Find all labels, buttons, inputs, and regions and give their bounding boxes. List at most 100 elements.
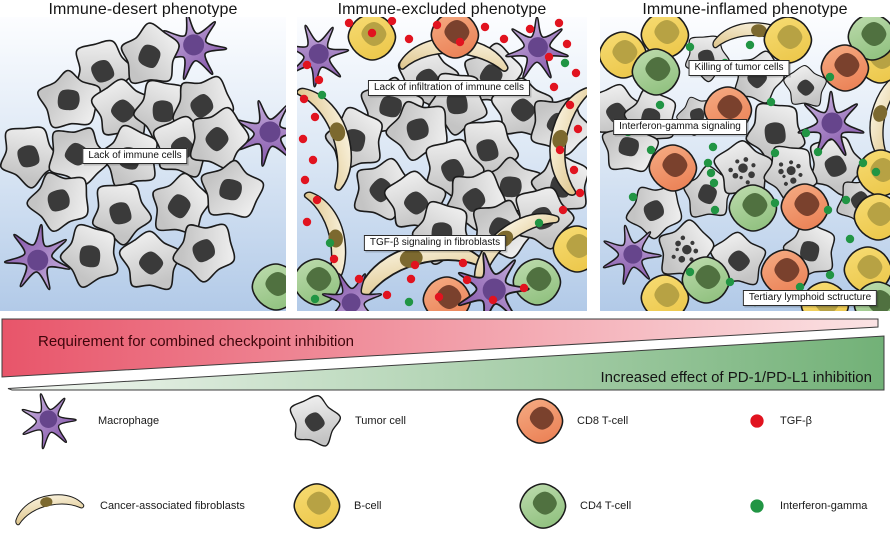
tgf-beta-dot — [302, 60, 312, 70]
tgf-beta-dot — [344, 18, 354, 28]
tgf-beta-dot — [382, 290, 392, 300]
tgf-beta-dot — [308, 155, 318, 165]
tgf-beta-dot-icon — [750, 414, 764, 428]
interferon-gamma-dot — [858, 158, 868, 168]
b-cell-icon — [293, 483, 341, 529]
green-wedge — [7, 335, 885, 391]
interferon-gamma-dot — [825, 270, 835, 280]
tgf-beta-dot — [575, 188, 585, 198]
macrophage-icon — [21, 393, 77, 450]
interferon-gamma-dot — [706, 168, 716, 178]
tgf-beta-dot — [434, 292, 444, 302]
interferon-gamma-dot — [823, 205, 833, 215]
tgf-beta-dot — [519, 283, 529, 293]
tgf-beta-dot — [314, 75, 324, 85]
cd4-t-cell — [847, 17, 890, 61]
fibroblast-cell — [15, 494, 85, 526]
green-wedge-label: Increased effect of PD-1/PD-L1 inhibitio… — [600, 369, 872, 386]
tgf-beta-dot — [367, 28, 377, 38]
interferon-gamma-dot — [710, 205, 720, 215]
tumor-cell-icon — [289, 394, 341, 447]
panel-title-immune-inflamed: Immune-inflamed phenotype — [642, 1, 848, 18]
tgf-beta-dot — [488, 295, 498, 305]
interferon-gamma-dot — [825, 72, 835, 82]
tgf-beta-dot — [455, 37, 465, 47]
legend-label: CD4 T-cell — [580, 500, 632, 512]
tgf-beta-dot — [432, 20, 442, 30]
tgf-beta-dot — [554, 18, 564, 28]
cd8-t-cell-icon — [516, 398, 564, 444]
panel-immune-desert: Lack of immune cells — [0, 17, 286, 311]
legend-item-interferon-gamma: Interferon-gamma — [746, 475, 867, 537]
tgf-beta-dot — [555, 145, 565, 155]
tgf-beta-dot — [406, 274, 416, 284]
interferon-gamma-dot — [685, 42, 695, 52]
tumor-cell — [172, 223, 236, 283]
macrophage-cell — [321, 273, 383, 311]
legend-item-fibroblasts: Cancer-associated fibroblasts — [10, 475, 245, 537]
b-cell — [293, 483, 341, 529]
tgf-beta-dot — [525, 24, 535, 34]
legend-label: Interferon-gamma — [780, 500, 868, 512]
tgf-beta-dot — [404, 34, 414, 44]
annotation-label: Lack of immune cells — [82, 148, 188, 164]
interferon-gamma-dot — [703, 158, 713, 168]
tgf-beta-dot — [462, 275, 472, 285]
interferon-gamma-dot — [813, 147, 823, 157]
gradient-wedges: Requirement for combined checkpoint inhi… — [1, 318, 885, 391]
interferon-gamma-dot — [801, 128, 811, 138]
cd4-t-cell-icon — [519, 483, 567, 529]
interferon-gamma-dot — [750, 499, 764, 513]
interferon-gamma-dot — [871, 167, 881, 177]
cd4-t-cell — [519, 483, 567, 529]
tgf-beta-dot — [298, 134, 308, 144]
interferon-gamma-dot — [770, 198, 780, 208]
tgf-beta-dot — [410, 260, 420, 270]
tgf-beta-dot — [480, 22, 490, 32]
interferon-gamma-dot — [795, 282, 805, 292]
annotation-label: TGF-β signaling in fibroblasts — [363, 235, 507, 251]
macrophage-cell — [236, 100, 286, 167]
tumor-cell — [118, 230, 182, 291]
tgf-beta-dot — [299, 94, 309, 104]
cd4-t-cell — [728, 184, 778, 232]
cd8-t-cell — [516, 398, 564, 444]
legend-item-tgf-beta: TGF-β — [746, 390, 812, 452]
macrophage-cell — [505, 17, 569, 79]
legend-label: TGF-β — [780, 415, 812, 427]
annotation-label: Interferon-gamma signaling — [613, 119, 747, 135]
tumor-cell — [683, 165, 734, 218]
interferon-gamma-dot-icon — [750, 499, 764, 513]
interferon-gamma-dot — [745, 40, 755, 50]
macrophage-cell — [457, 252, 530, 311]
cd4-t-cell — [512, 258, 562, 306]
panel-title-immune-excluded: Immune-excluded phenotype — [337, 1, 547, 18]
interferon-gamma-dot — [404, 297, 414, 307]
legend-item-b-cell: B-cell — [292, 475, 382, 537]
legend-label: B-cell — [354, 500, 382, 512]
macrophage-cell — [602, 224, 662, 285]
macrophage-cell — [3, 223, 71, 291]
tgf-beta-dot — [562, 39, 572, 49]
tgf-beta-dot — [329, 254, 339, 264]
tumor-cell — [120, 22, 180, 85]
panel-title-immune-desert: Immune-desert phenotype — [48, 1, 238, 18]
legend-label: Cancer-associated fibroblasts — [100, 500, 245, 512]
tgf-beta-dot — [573, 124, 583, 134]
legend-item-macrophage: Macrophage — [10, 390, 159, 452]
interferon-gamma-dot — [534, 218, 544, 228]
tgf-beta-dot — [458, 258, 468, 268]
tumor-cell — [625, 186, 683, 240]
cd4-t-cell — [251, 263, 286, 311]
tgf-beta-dot — [544, 52, 554, 62]
tgf-beta-dot — [354, 274, 364, 284]
red-wedge — [1, 318, 879, 378]
fibroblast-cell — [549, 87, 587, 196]
macrophage-cell — [797, 90, 865, 157]
fibroblast-cell — [297, 87, 353, 191]
interferon-gamma-dot — [310, 294, 320, 304]
interferon-gamma-dot — [655, 100, 665, 110]
annotation-label: Tertiary lymphoid sctructure — [742, 290, 878, 306]
tgf-beta-dot — [387, 17, 397, 26]
